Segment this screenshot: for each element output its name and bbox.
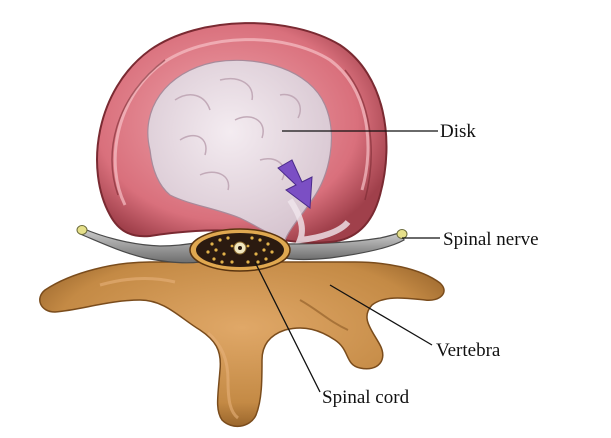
vertebra-bone [39, 261, 445, 427]
spinal-nerve-label: Spinal nerve [443, 229, 539, 250]
spinal-cord-shape [189, 228, 291, 272]
leader-lines [254, 130, 440, 393]
vertebra-label: Vertebra [436, 340, 501, 361]
herniation-arrow-icon [277, 159, 313, 209]
disk-label: Disk [440, 121, 476, 142]
spinal-cord-leader-line [254, 261, 321, 393]
spinal-cord-label: Spinal cord [322, 387, 410, 408]
spinal-nerve-shape [76, 225, 408, 264]
vertebra-leader-line [329, 284, 433, 346]
disk-nucleus [147, 59, 351, 244]
